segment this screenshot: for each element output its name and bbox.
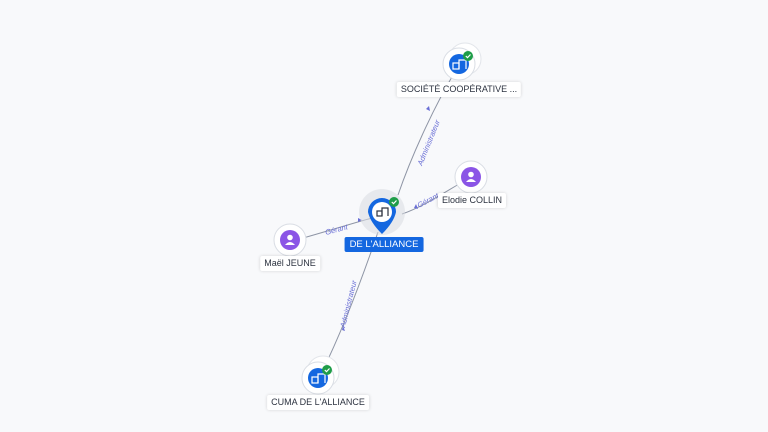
edge-arrow-bottom — [342, 326, 345, 331]
building-icon — [311, 373, 326, 384]
node-right[interactable] — [454, 160, 488, 194]
verified-check-icon — [389, 197, 399, 207]
building-icon — [376, 207, 389, 217]
node-bottom[interactable] — [301, 355, 340, 395]
edge-label-left: Gérant — [324, 222, 349, 237]
edge-arrow-left — [358, 218, 362, 222]
verified-check-icon — [322, 365, 332, 375]
person-icon — [285, 234, 295, 245]
verified-check-icon — [463, 51, 473, 61]
node-top[interactable] — [442, 42, 482, 81]
building-icon — [452, 59, 467, 70]
node-label-right[interactable]: Elodie COLLIN — [437, 193, 507, 208]
node-label-center[interactable]: DE L'ALLIANCE — [344, 237, 424, 252]
node-left[interactable] — [273, 223, 307, 257]
node-label-bottom[interactable]: CUMA DE L'ALLIANCE — [267, 395, 369, 410]
node-label-top[interactable]: SOCIÉTÉ COOPÉRATIVE ... — [396, 82, 522, 97]
node-label-left[interactable]: Maël JEUNE — [260, 256, 320, 271]
node-center[interactable] — [359, 189, 405, 235]
person-icon — [466, 171, 476, 182]
edge-label-bottom: Administrateur — [338, 279, 359, 330]
edge-arrow-top — [426, 106, 430, 111]
edge-arrow-right — [414, 204, 418, 209]
